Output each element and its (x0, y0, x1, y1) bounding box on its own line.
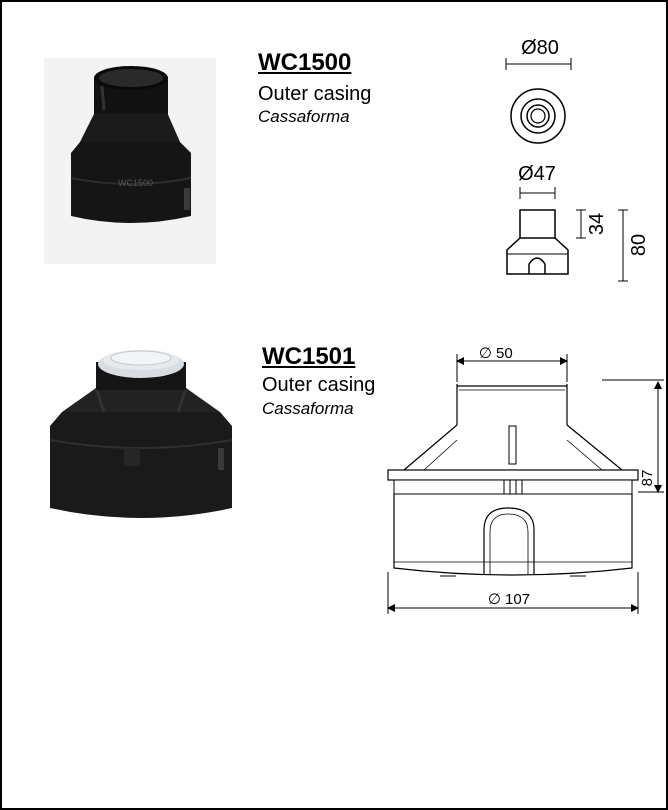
technical-drawing-wc1501: ∅ 50 ∅ 107 87 (387, 345, 664, 614)
dim-label-top-diameter-wc1501: 50 (496, 345, 513, 362)
dim-label-top-diameter: Ø80 (521, 37, 559, 59)
product-name-wc1500: Outer casing (258, 83, 372, 105)
dim-label-neck-diameter: Ø47 (518, 163, 556, 185)
product-alt-name-wc1501: Cassaforma (262, 399, 354, 418)
product-code-wc1500: WC1500 (258, 49, 352, 76)
dim-label-total-height: 80 (628, 234, 650, 256)
product-photo-wc1501 (44, 340, 238, 550)
svg-text:WC1500: WC1500 (118, 178, 153, 188)
product-code-wc1501: WC1501 (262, 343, 356, 370)
diameter-symbol-base: ∅ (488, 591, 501, 608)
product-photo-wc1500: WC1500 (44, 58, 216, 264)
dim-label-height-wc1501: 87 (639, 470, 656, 487)
technical-drawing-wc1500: Ø80 Ø47 34 80 (505, 37, 650, 282)
product-name-wc1501: Outer casing (262, 374, 376, 396)
diameter-symbol-top: ∅ (479, 345, 492, 362)
dim-label-base-diameter-wc1501: 107 (505, 591, 530, 608)
product-alt-name-wc1500: Cassaforma (258, 107, 350, 126)
dim-label-neck-height: 34 (586, 213, 608, 235)
